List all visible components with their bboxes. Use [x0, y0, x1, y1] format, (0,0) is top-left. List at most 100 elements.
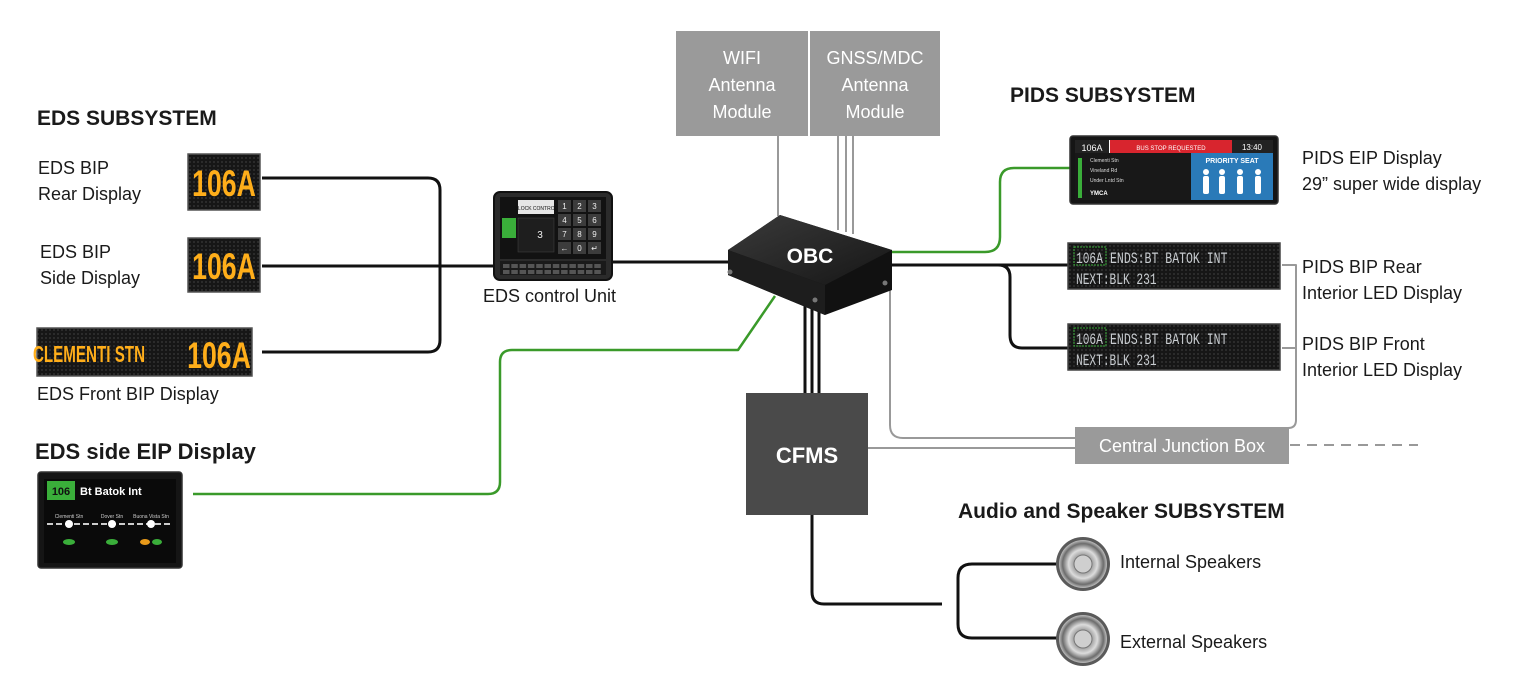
pids-eip-alert: BUS STOP REQUESTED	[1136, 146, 1206, 152]
ctrl-key	[558, 228, 571, 240]
ctrl-kbd-key	[594, 270, 601, 274]
ctrl-kbd-key	[519, 264, 527, 268]
pids-rear-label: PIDS BIP Rear Interior LED Display	[1302, 254, 1462, 306]
obc-unit: OBC	[727, 215, 892, 315]
pids-junction-link	[1282, 264, 1297, 429]
ctrl-key	[558, 242, 571, 254]
pids-front-link	[997, 263, 1068, 350]
ctrl-kbd-key	[544, 270, 551, 274]
eds-side-eip-title: EDS side EIP Display	[35, 439, 256, 464]
pids-front-route: 106A	[1076, 332, 1103, 349]
cfms-speaker-link	[810, 515, 942, 606]
ctrl-key-label: ↵	[591, 244, 598, 253]
gnss-line3: Module	[845, 102, 905, 122]
pids-rear-label-line2: Interior LED Display	[1302, 283, 1463, 303]
external-speakers-label: External Speakers	[1120, 632, 1268, 652]
pids-rear-ends: ENDS:BT BATOK INT	[1110, 250, 1227, 268]
ctrl-key-label: 5	[577, 216, 582, 225]
pids-front-ends: ENDS:BT BATOK INT	[1110, 331, 1227, 349]
ctrl-kbd-key	[536, 264, 543, 268]
eds-rear-label: EDS BIP Rear Display	[38, 155, 141, 207]
ctrl-kbd-key	[594, 264, 601, 268]
ctrl-key-label: 4	[562, 216, 567, 225]
ctrl-key	[573, 228, 586, 240]
pids-eip-link	[882, 166, 1070, 254]
pids-rear-label-line1: PIDS BIP Rear	[1302, 257, 1422, 277]
internal-speakers-label: Internal Speakers	[1120, 552, 1262, 572]
pids-eip-label-line2: 29” super wide display	[1302, 174, 1482, 194]
pids-eip-stop-1: Clementi Stn	[1090, 158, 1119, 164]
wifi-antenna-label: WIFI Antenna Module	[676, 45, 808, 126]
pids-eip-label: PIDS EIP Display 29” super wide display	[1302, 145, 1481, 197]
ctrl-keyboard	[503, 264, 601, 274]
pids-front-label: PIDS BIP Front Interior LED Display	[1302, 331, 1462, 383]
eds-side-route: 106A	[192, 246, 256, 287]
ctrl-title: BLOCK CONTROL	[515, 206, 558, 212]
ctrl-key	[558, 214, 571, 226]
eds-front-display: CLEMENTI STN 106A	[33, 327, 253, 377]
wifi-line3: Module	[712, 102, 772, 122]
ctrl-key	[573, 200, 586, 212]
connection-lines	[193, 136, 1418, 640]
eds-side-label-line1: EDS BIP	[40, 242, 112, 262]
ctrl-key-label: 1	[562, 202, 567, 211]
eds-eip-link	[193, 295, 777, 496]
eds-side-eip-display: 106 Bt Batok Int Clementi Stn Dover Stn …	[37, 471, 183, 569]
pids-subsystem-title: PIDS SUBSYSTEM	[1010, 84, 1196, 107]
ctrl-key	[588, 228, 601, 240]
pids-eip-final: YMCA	[1090, 191, 1108, 197]
pids-front-next: NEXT:BLK 231	[1076, 353, 1157, 370]
gnss-antenna-label: GNSS/MDC Antenna Module	[810, 45, 940, 126]
speaker-bracket	[956, 562, 1058, 640]
eds-bip-side-display: 106A	[187, 237, 261, 293]
ctrl-kbd-key	[511, 270, 518, 274]
eip-destination: Bt Batok Int	[80, 486, 142, 498]
ctrl-kbd-key	[503, 264, 510, 268]
ctrl-key	[588, 242, 601, 254]
ctrl-kbd-key	[577, 270, 585, 274]
ctrl-kbd-key	[527, 270, 535, 274]
ctrl-key	[558, 200, 571, 212]
ctrl-key-label: 6	[592, 216, 597, 225]
ctrl-kbd-key	[569, 270, 576, 274]
obc-label: OBC	[787, 245, 834, 268]
ctrl-kbd-key	[569, 264, 576, 268]
eip-stop-3: Buona Vista Stn	[133, 514, 169, 520]
audio-subsystem-title: Audio and Speaker SUBSYSTEM	[958, 500, 1285, 523]
pids-front-label-line2: Interior LED Display	[1302, 360, 1463, 380]
pids-eip-stop-3: Under Lntd Stn	[1090, 178, 1124, 184]
pids-bip-front-display: 106A ENDS:BT BATOK INT NEXT:BLK 231	[1067, 323, 1281, 371]
cfms-label: CFMS	[776, 443, 838, 468]
ctrl-key-label: 9	[592, 230, 597, 239]
ctrl-kbd-key	[561, 270, 568, 274]
pids-eip-stop-2: Vineland Rd	[1090, 168, 1117, 174]
pids-eip-priority: PRIORITY SEAT	[1205, 158, 1259, 165]
eip-stop-2: Dover Stn	[101, 514, 123, 520]
ctrl-kbd-key	[527, 264, 535, 268]
pids-rear-route: 106A	[1076, 251, 1103, 268]
ctrl-kbd-key	[552, 270, 560, 274]
pids-eip-time: 13:40	[1242, 143, 1263, 152]
ctrl-key-label: 0	[577, 244, 582, 253]
ctrl-key-label: 8	[577, 230, 582, 239]
pids-eip-route: 106A	[1081, 143, 1102, 153]
eds-rear-label-line1: EDS BIP	[38, 158, 110, 178]
ctrl-key-label: 2	[577, 202, 582, 211]
internal-speaker-icon	[1056, 537, 1110, 591]
central-junction-box	[1075, 427, 1289, 464]
ctrl-kbd-key	[586, 264, 593, 268]
ctrl-kbd-key	[503, 270, 510, 274]
eds-bip-rear-display: 106A	[187, 153, 261, 211]
ctrl-kbd-key	[519, 270, 527, 274]
eds-front-route: 106A	[187, 335, 251, 376]
pids-rear-next: NEXT:BLK 231	[1076, 272, 1157, 289]
ctrl-kbd-key	[577, 264, 585, 268]
pids-bip-rear-display: 106A ENDS:BT BATOK INT NEXT:BLK 231	[1067, 242, 1281, 290]
wifi-line2: Antenna	[708, 75, 776, 95]
eds-front-destination: CLEMENTI STN	[33, 342, 145, 368]
ctrl-kbd-key	[561, 264, 568, 268]
ctrl-kbd-key	[586, 270, 593, 274]
eds-side-label-line2: Side Display	[40, 268, 141, 288]
